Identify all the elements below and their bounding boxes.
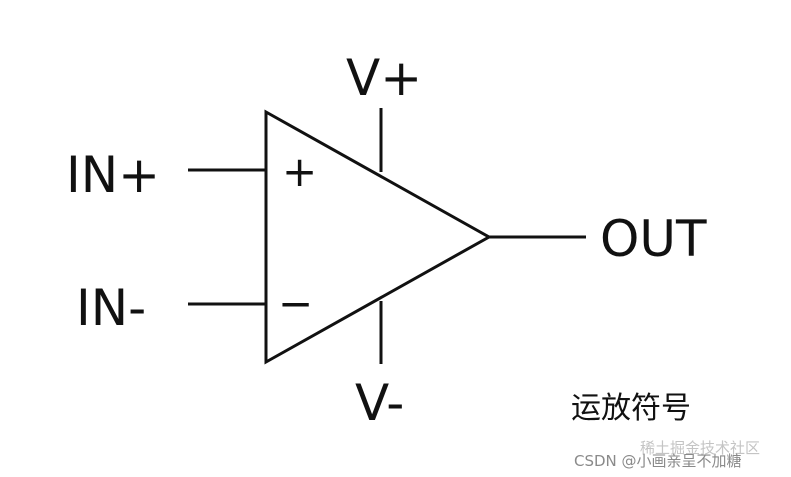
- v-plus-label: V+: [346, 49, 422, 107]
- inverting-sign: −: [278, 279, 313, 328]
- in-plus-label: IN+: [66, 146, 160, 204]
- in-minus-label: IN-: [76, 279, 146, 337]
- non-inverting-sign: +: [282, 147, 317, 196]
- op-amp-triangle: [264, 109, 493, 365]
- watermark: CSDN @小画亲呈不加糖: [574, 452, 742, 470]
- caption: 运放符号: [571, 391, 691, 426]
- v-minus-label: V-: [355, 374, 404, 432]
- out-label: OUT: [600, 210, 707, 268]
- watermark-ghost: 稀土掘金技术社区: [640, 439, 760, 457]
